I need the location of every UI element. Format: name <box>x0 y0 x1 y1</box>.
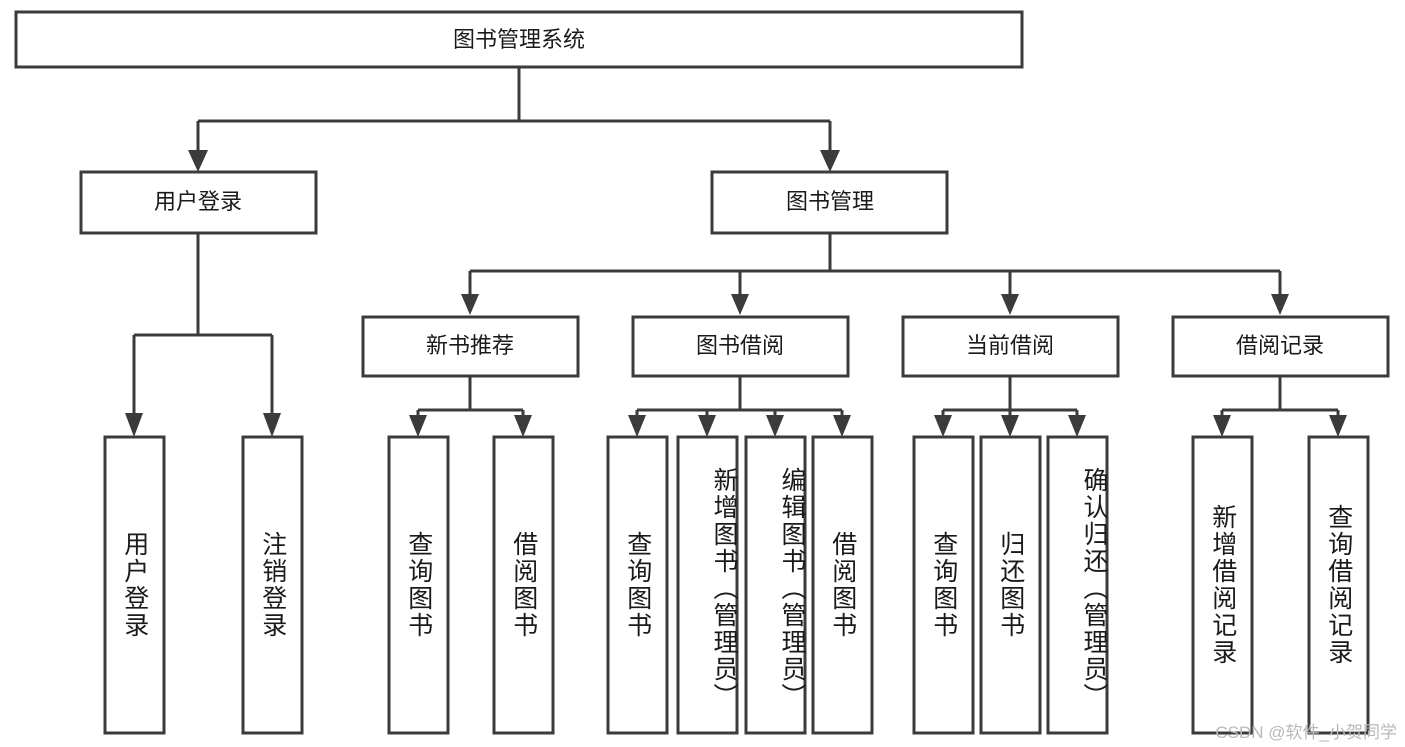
node-new-book-recommend-label: 新书推荐 <box>426 333 514 358</box>
connector-root-to-level2 <box>188 67 840 172</box>
node-root-label: 图书管理系统 <box>453 27 585 52</box>
leaf-label-user-login: 用户登录 <box>120 531 149 639</box>
arrow-head-leaf-edit-book <box>766 415 784 437</box>
leaf-label-query-record: 查询借阅记录 <box>1324 504 1353 666</box>
leaf-box-add-record[interactable] <box>1191 435 1254 735</box>
leaf-label-add-book: 新增图书（管理员） <box>710 466 738 710</box>
leaf-box-query-book-1[interactable] <box>387 435 450 735</box>
leaf-box-query-record[interactable] <box>1307 435 1370 735</box>
arrow-head-user-login <box>188 150 208 172</box>
node-new-book-recommend-box <box>361 315 580 378</box>
arrow-head-borrow-record <box>1271 294 1289 315</box>
connector-newbook-to-leaves <box>409 376 532 437</box>
leaf-label-logout: 注销登录 <box>258 531 287 639</box>
arrow-head-leaf-add-record <box>1213 415 1231 437</box>
leaf-box-return-book[interactable] <box>979 435 1042 735</box>
leaf-box-user-login[interactable] <box>103 435 166 735</box>
leaf-box-borrow-book-2[interactable] <box>811 435 874 735</box>
leaf-label-return-book: 归还图书 <box>996 531 1025 639</box>
node-borrow-record-box <box>1171 315 1390 378</box>
arrow-head-leaf-borrow-book-2 <box>833 415 851 437</box>
arrow-head-current-borrow <box>1001 294 1019 315</box>
arrow-head-leaf-user-login <box>125 413 143 437</box>
node-borrow-record-label: 借阅记录 <box>1236 333 1324 358</box>
node-book-manage-box <box>710 170 949 235</box>
arrow-head-leaf-query-record <box>1329 415 1347 437</box>
arrow-head-leaf-add-book <box>698 415 716 437</box>
node-current-borrow[interactable]: 当前借阅 <box>901 315 1120 378</box>
arrow-head-leaf-return-book <box>1001 415 1019 437</box>
leaf-label-borrow-book-1: 借阅图书 <box>509 531 538 639</box>
arrow-head-leaf-query-book-2 <box>628 415 646 437</box>
leaf-label-query-book-1: 查询图书 <box>404 531 433 639</box>
leaf-label-edit-book: 编辑图书（管理员） <box>778 466 806 710</box>
arrow-head-new-book <box>461 294 479 315</box>
connector-bookmanage-to-level3 <box>461 233 1289 315</box>
csdn-watermark: CSDN @软件_小贺同学 <box>1215 723 1397 742</box>
connector-currentborrow-to-leaves <box>934 376 1086 437</box>
arrow-head-leaf-borrow-book-1 <box>514 415 532 437</box>
node-user-login-label: 用户登录 <box>154 189 242 214</box>
arrow-head-leaf-query-book-1 <box>409 415 427 437</box>
leaf-box-logout[interactable] <box>241 435 304 735</box>
node-book-borrow-label: 图书借阅 <box>696 333 784 358</box>
connector-borrowrecord-to-leaves <box>1213 376 1347 437</box>
arrow-head-book-manage <box>820 150 840 172</box>
arrow-head-leaf-query-book-3 <box>934 415 952 437</box>
node-root[interactable]: 图书管理系统 <box>14 10 1024 69</box>
node-new-book-recommend[interactable]: 新书推荐 <box>361 315 580 378</box>
leaf-label-query-book-3: 查询图书 <box>929 531 958 639</box>
arrow-head-leaf-confirm-return <box>1068 415 1086 437</box>
node-book-manage[interactable]: 图书管理 <box>710 170 949 235</box>
node-book-borrow-box <box>631 315 850 378</box>
node-root-box <box>14 10 1024 69</box>
node-user-login[interactable]: 用户登录 <box>79 170 318 235</box>
leaf-label-confirm-return: 确认归还（管理员） <box>1080 466 1108 710</box>
leaf-label-add-record: 新增借阅记录 <box>1208 504 1237 666</box>
connector-userlogin-to-leaves <box>125 233 281 437</box>
arrow-head-book-borrow <box>731 294 749 315</box>
leaf-box-confirm-return[interactable] <box>1046 435 1109 735</box>
leaf-label-query-book-2: 查询图书 <box>623 531 652 639</box>
node-borrow-record[interactable]: 借阅记录 <box>1171 315 1390 378</box>
node-user-login-box <box>79 170 318 235</box>
node-book-manage-label: 图书管理 <box>786 189 874 214</box>
connector-bookborrow-to-leaves <box>628 376 851 437</box>
node-current-borrow-box <box>901 315 1120 378</box>
leaf-box-query-book-2[interactable] <box>606 435 669 735</box>
leaf-box-edit-book[interactable] <box>744 435 807 735</box>
leaf-box-add-book[interactable] <box>676 435 739 735</box>
node-book-borrow[interactable]: 图书借阅 <box>631 315 850 378</box>
leaf-box-query-book-3[interactable] <box>912 435 975 735</box>
arrow-head-leaf-logout <box>263 413 281 437</box>
node-current-borrow-label: 当前借阅 <box>966 333 1054 358</box>
leaf-box-borrow-book-1[interactable] <box>492 435 555 735</box>
leaf-boxes <box>103 435 1370 735</box>
leaf-label-borrow-book-2: 借阅图书 <box>828 531 857 639</box>
